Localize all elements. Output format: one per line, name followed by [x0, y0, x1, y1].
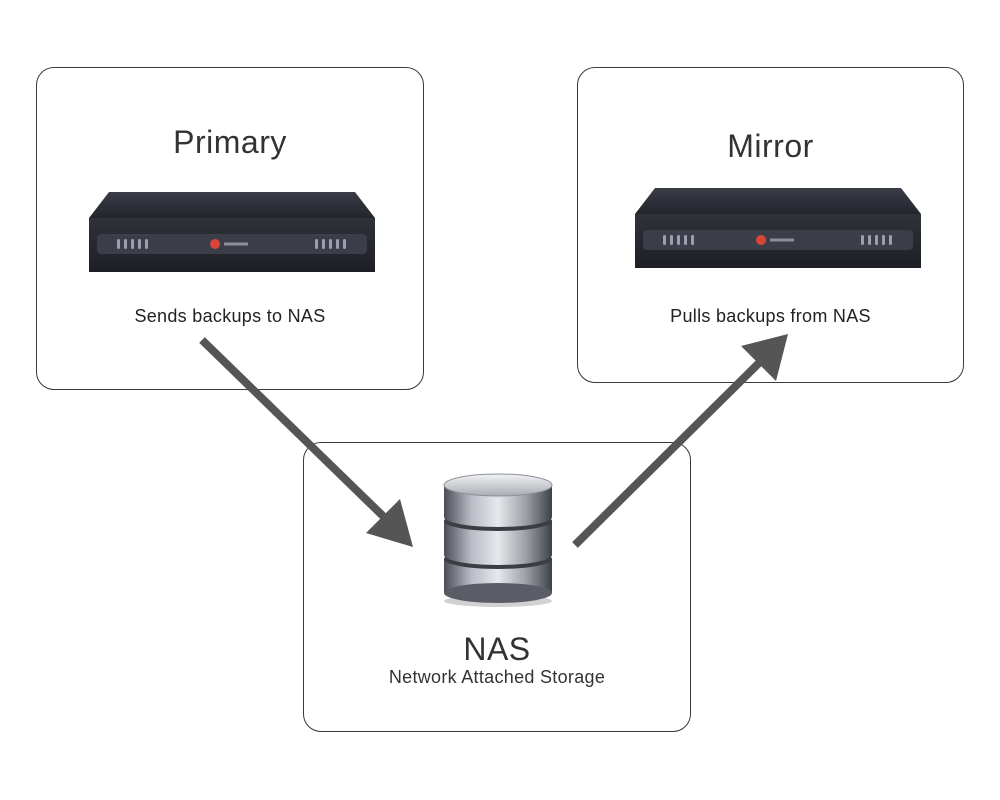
nas-title: NAS [463, 631, 531, 667]
mirror-node: Mirror Pulls [577, 67, 964, 383]
database-cylinder-icon [443, 473, 553, 607]
rack-server-icon [635, 188, 921, 268]
nas-subtitle: Network Attached Storage [388, 667, 606, 687]
primary-node: Primary Sends [36, 67, 424, 390]
primary-title: Primary [173, 124, 287, 160]
rack-server-icon [89, 192, 375, 272]
nas-node: NAS Network Attached Storage [303, 442, 691, 732]
mirror-caption: Pulls backups from NAS [670, 306, 871, 326]
primary-caption: Sends backups to NAS [134, 306, 326, 326]
mirror-title: Mirror [727, 128, 814, 164]
